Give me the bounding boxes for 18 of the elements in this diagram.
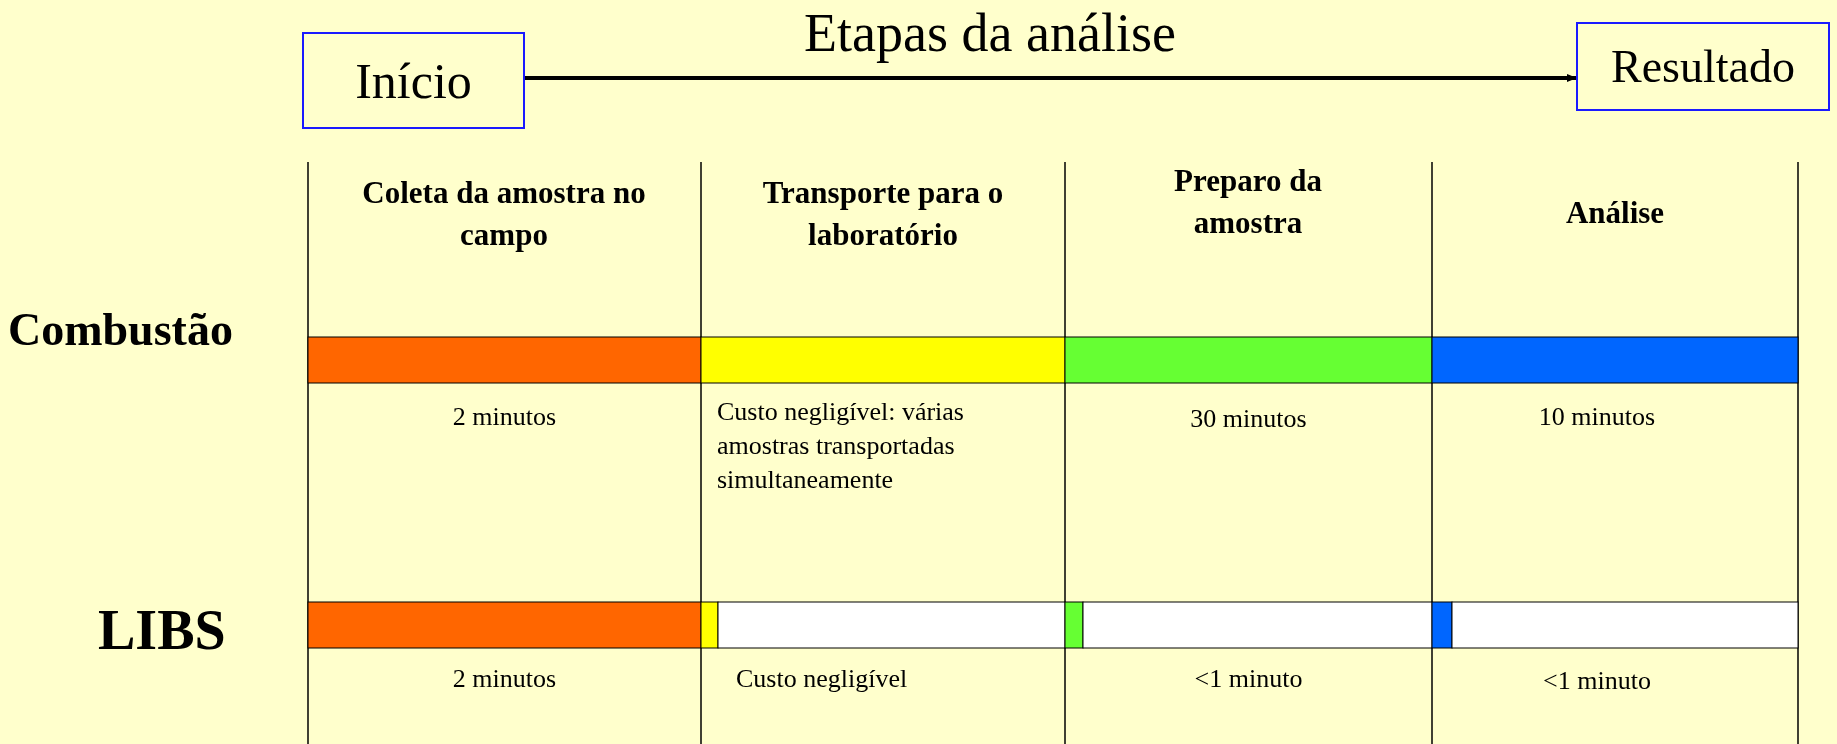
duration-text: <1 minuto bbox=[1542, 665, 1652, 697]
duration-text: 2 minutos bbox=[451, 663, 558, 695]
column-header: Coleta da amostra no campo bbox=[361, 174, 647, 254]
cost-note: Custo negligível bbox=[736, 663, 909, 695]
column-header: Preparo da amostra bbox=[1173, 162, 1323, 242]
title: Etapas da análise bbox=[803, 2, 1177, 64]
duration-text: 30 minutos bbox=[1189, 403, 1308, 435]
row-label: LIBS bbox=[98, 598, 227, 662]
arrow bbox=[525, 74, 1577, 82]
column-header: Análise bbox=[1564, 194, 1666, 232]
result-box: Resultado bbox=[1576, 22, 1830, 111]
duration-text: 10 minutos bbox=[1537, 401, 1657, 433]
row-label: Combustão bbox=[8, 303, 234, 356]
duration-text: 2 minutos bbox=[451, 401, 558, 433]
cost-note: Custo negligível: várias amostras transportadas simultaneamente bbox=[717, 396, 965, 496]
column-header: Transporte para o laboratório bbox=[761, 174, 1005, 254]
duration-text: <1 minuto bbox=[1193, 663, 1304, 695]
start-box: Início bbox=[302, 32, 525, 129]
